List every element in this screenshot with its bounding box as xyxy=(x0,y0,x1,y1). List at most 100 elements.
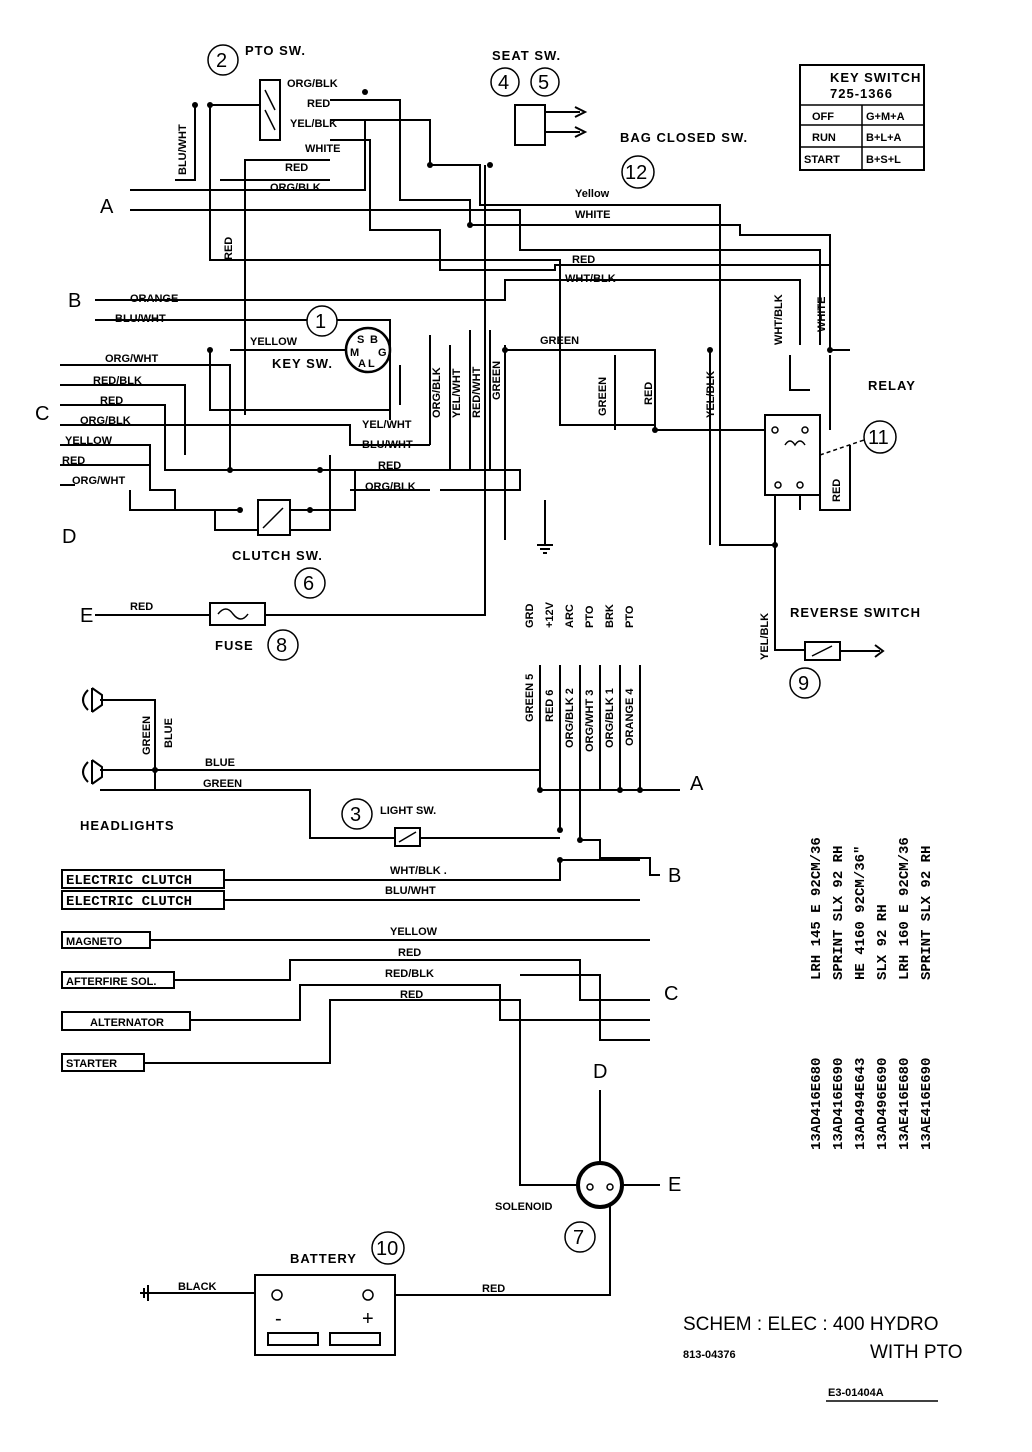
seat-switch: 4 5 SEAT SW. xyxy=(490,48,588,146)
key-terminal: B xyxy=(370,334,378,346)
wire-label: YELLOW xyxy=(250,336,298,348)
wire-label: ORG/BLK xyxy=(431,367,443,418)
key-table-pos-1: RUN xyxy=(812,132,836,144)
wire-label: ORG/WHT xyxy=(105,353,158,365)
key-terminal: A xyxy=(358,358,366,370)
plug-pin: ARC xyxy=(564,604,576,628)
bag-closed-switch-number: 12 xyxy=(625,162,647,184)
light-switch: 3 LIGHT SW. xyxy=(341,798,436,847)
battery-number: 10 xyxy=(376,1238,398,1260)
connector-e-bottom: E xyxy=(668,1174,681,1196)
wire-label: WHT/BLK . xyxy=(390,865,447,877)
reverse-switch: REVERSE SWITCH 9 xyxy=(789,605,921,699)
schematic-subtitle: WITH PTO xyxy=(870,1342,963,1363)
wire-label: RED xyxy=(831,479,843,502)
relay-label: RELAY xyxy=(868,378,916,393)
model-code: 13AD496E690 xyxy=(875,1058,891,1150)
model-code: 13AD416E690 xyxy=(831,1058,847,1150)
wire-label: BLU/WHT xyxy=(385,885,436,897)
wire-label: RED xyxy=(398,947,421,959)
plug-wire: GREEN 5 xyxy=(524,674,536,722)
wire-label: YEL/WHT xyxy=(362,419,412,431)
model-list: 13AD416E680 LRH 145 E 92CM/36 13AD416E69… xyxy=(809,837,935,1150)
wire-label: ORG/BLK xyxy=(270,182,321,194)
part-electric-clutch-2: ELECTRIC CLUTCH xyxy=(66,894,192,910)
plug-wire: ORANGE 4 xyxy=(624,688,636,746)
part-afterfire: AFTERFIRE SOL. xyxy=(66,976,156,988)
key-switch-number: 1 xyxy=(315,311,326,333)
wire-label: WHT/BLK xyxy=(773,294,785,345)
connector-b-bottom: B xyxy=(668,865,681,887)
reverse-switch-label: REVERSE SWITCH xyxy=(790,605,921,620)
wire-label: WHITE xyxy=(575,209,610,221)
wire-label: GREEN xyxy=(491,361,503,400)
wire-label: ORG/BLK xyxy=(365,481,416,493)
wire-label: YEL/BLK xyxy=(290,118,337,130)
drawing-number: E3-01404A xyxy=(828,1387,884,1399)
connector-letters: A B C D E A B C D E xyxy=(35,196,704,1196)
part-starter: STARTER xyxy=(66,1058,117,1070)
model-code: 13AD416E680 xyxy=(809,1058,825,1150)
light-switch-number: 3 xyxy=(350,804,361,826)
lower-wiring xyxy=(100,699,680,1301)
battery-minus: - xyxy=(275,1308,282,1330)
part-alternator: ALTERNATOR xyxy=(90,1017,164,1029)
wire-label: BLACK xyxy=(178,1281,217,1293)
headlight-icon xyxy=(82,759,103,785)
headlights-label: HEADLIGHTS xyxy=(80,818,175,833)
headlights: GREEN BLUE BLUE GREEN HEADLIGHTS xyxy=(80,687,242,833)
wire-label: RED/WHT xyxy=(471,366,483,418)
harness-plug: GRD +12V ARC PTO BRK PTO GREEN 5 RED 6 O… xyxy=(524,601,641,840)
clutch-switch-number: 6 xyxy=(303,573,314,595)
wire-label: ORANGE xyxy=(130,293,178,305)
key-table-title: KEY SWITCH xyxy=(830,70,921,85)
connector-a-top: A xyxy=(100,196,114,218)
key-switch-table: KEY SWITCH 725-1366 OFF G+M+A RUN B+L+A … xyxy=(799,64,925,171)
relay-number: 11 xyxy=(868,427,889,449)
connector-d-top: D xyxy=(62,526,76,548)
fuse-label: FUSE xyxy=(215,638,254,653)
model-name: SLX 92 RH xyxy=(875,904,891,980)
model-code: 13AE416E690 xyxy=(919,1058,935,1150)
connector-c-bottom: C xyxy=(664,983,678,1005)
wire-label: GREEN xyxy=(203,778,242,790)
pto-switch-number: 2 xyxy=(216,50,227,72)
wire-label: GREEN xyxy=(141,716,153,755)
connector-d-bottom: D xyxy=(593,1061,607,1083)
plug-wire: ORG/BLK 1 xyxy=(604,688,616,748)
plug-pin: PTO xyxy=(584,605,596,628)
fuse-number: 8 xyxy=(276,635,287,657)
wire-label: RED xyxy=(572,254,595,266)
wire-label: RED/BLK xyxy=(93,375,142,387)
bag-closed-switch-label: BAG CLOSED SW. xyxy=(620,130,748,145)
battery: - + BATTERY 10 BLACK RED xyxy=(178,1231,505,1356)
wire-label: BLU/WHT xyxy=(362,439,413,451)
key-switch-label: KEY SW. xyxy=(272,356,333,371)
upper-junctions xyxy=(192,89,833,548)
wire-label: YEL/BLK xyxy=(705,371,717,418)
solenoid-label: SOLENOID xyxy=(495,1201,553,1213)
wire-label: RED xyxy=(285,162,308,174)
wire-label: BLU/WHT xyxy=(177,124,189,175)
wire-label: RED xyxy=(307,98,330,110)
solenoid-number: 7 xyxy=(573,1227,584,1249)
light-switch-label: LIGHT SW. xyxy=(380,805,436,817)
key-terminal: M xyxy=(350,347,359,359)
seat-switch-label: SEAT SW. xyxy=(492,48,561,63)
key-table-part: 725-1366 xyxy=(830,86,893,101)
upper-wiring xyxy=(60,99,851,651)
part-electric-clutch-1: ELECTRIC CLUTCH xyxy=(66,873,192,889)
bag-closed-switch: BAG CLOSED SW. 12 xyxy=(620,130,748,189)
key-table-conn-1: B+L+A xyxy=(866,132,902,144)
model-name: HE 4160 92CM/36" xyxy=(853,846,869,980)
wire-label: WHITE xyxy=(816,297,828,332)
title-block: SCHEM : ELEC : 400 HYDRO 813-04376 WITH … xyxy=(683,1314,963,1402)
plug-pin: GRD xyxy=(524,604,536,629)
wire-label: YELLOW xyxy=(390,926,438,938)
part-magneto: MAGNETO xyxy=(66,936,122,948)
wire-label: RED xyxy=(100,395,123,407)
reverse-switch-number: 9 xyxy=(798,673,809,695)
wire-label: Yellow xyxy=(575,188,610,200)
plug-pin: BRK xyxy=(604,604,616,628)
